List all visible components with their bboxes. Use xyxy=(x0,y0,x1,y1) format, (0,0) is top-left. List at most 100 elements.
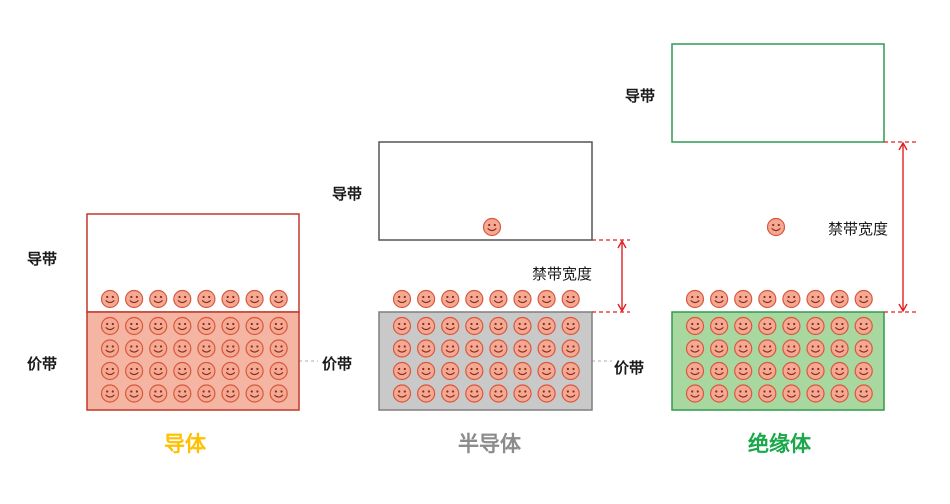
insulator-gap-arrow-up-icon xyxy=(898,141,908,151)
conductor-valence-electron-icon xyxy=(245,384,264,403)
semiconductor-boundary-electron-icon xyxy=(465,289,484,309)
conductor-valence-electron-icon xyxy=(125,339,144,358)
insulator-valence-electron-icon xyxy=(782,361,801,381)
insulator-valence-electron-icon xyxy=(830,339,849,358)
conductor-valence-band-label: 价带 xyxy=(27,355,58,373)
semiconductor-valence-electron-icon xyxy=(561,361,580,381)
conductor-boundary-electron-icon xyxy=(173,289,192,309)
insulator-valence-electron-icon xyxy=(758,361,777,381)
insulator-valence-electron-icon xyxy=(685,316,705,336)
semiconductor-gap-arrow-up-icon xyxy=(617,239,627,249)
insulator-valence-electron-icon xyxy=(758,339,777,358)
insulator-valence-electron-icon xyxy=(854,339,873,358)
semiconductor-valence-electron-icon xyxy=(537,384,556,403)
conductor-valence-electron-icon xyxy=(149,316,168,336)
semiconductor-conduction-band xyxy=(378,141,593,241)
semiconductor-valence-electron-icon xyxy=(417,339,436,358)
semiconductor-valence-electron-icon xyxy=(513,361,532,381)
conductor-valence-electron-icon xyxy=(100,384,120,403)
conductor-conduction-band xyxy=(86,213,300,313)
semiconductor-gap-arrow-down-icon xyxy=(617,303,627,313)
insulator-conduction-band-label: 导带 xyxy=(625,87,656,105)
conductor-boundary-electron-icon xyxy=(197,289,216,309)
insulator-valence-electron-icon xyxy=(734,339,753,358)
insulator-valence-electron-icon xyxy=(734,316,753,336)
insulator-title: 绝缘体 xyxy=(748,432,811,456)
insulator-valence-electron-icon xyxy=(709,361,729,381)
insulator-boundary-electron-icon xyxy=(782,289,801,309)
conductor-boundary-electron-icon xyxy=(221,289,240,309)
conductor-boundary-electron-icon xyxy=(245,289,264,309)
insulator-conduction-band xyxy=(671,43,885,143)
semiconductor-valence-electron-icon xyxy=(392,316,412,336)
semiconductor-valence-band-label: 价带 xyxy=(322,355,353,373)
insulator-valence-electron-icon xyxy=(758,316,777,336)
conductor-valence-electron-icon xyxy=(173,316,192,336)
insulator-valence-electron-icon xyxy=(806,384,825,403)
conductor-boundary-electron-icon xyxy=(100,289,120,309)
semiconductor-valence-electron-icon xyxy=(441,361,460,381)
semiconductor-valence-electron-icon xyxy=(441,339,460,358)
conductor-conduction-band-label: 导带 xyxy=(27,250,58,268)
insulator-valence-electron-icon xyxy=(734,384,753,403)
semiconductor-valence-electron-icon xyxy=(537,339,556,358)
insulator-valence-electron-icon xyxy=(830,384,849,403)
semiconductor-boundary-electron-icon xyxy=(537,289,556,309)
insulator-valence-electron-icon xyxy=(806,361,825,381)
insulator-valence-electron-icon xyxy=(709,339,729,358)
insulator-valence-electron-icon xyxy=(685,361,705,381)
semiconductor-valence-electron-icon xyxy=(537,316,556,336)
insulator-valence-electron-icon xyxy=(806,339,825,358)
semiconductor-valence-electron-icon xyxy=(561,384,580,403)
semiconductor-valence-electron-icon xyxy=(513,316,532,336)
semiconductor-valence-electron-icon xyxy=(513,339,532,358)
insulator-valence-electron-icon xyxy=(830,361,849,381)
conductor-valence-electron-icon xyxy=(221,316,240,336)
insulator-boundary-electron-icon xyxy=(830,289,849,309)
semiconductor-valence-electron-icon xyxy=(561,316,580,336)
semiconductor-conduction-band-label: 导带 xyxy=(332,185,363,203)
insulator-valence-electron-icon xyxy=(782,316,801,336)
insulator-valence-electron-icon xyxy=(854,361,873,381)
semiconductor-valence-electron-icon xyxy=(465,384,484,403)
conductor-valence-electron-icon xyxy=(100,316,120,336)
semiconductor-valence-electron-icon xyxy=(392,361,412,381)
semiconductor-valence-electron-icon xyxy=(465,316,484,336)
conductor-valence-electron-icon xyxy=(125,316,144,336)
insulator-valence-electron-icon xyxy=(685,339,705,358)
conductor-valence-electron-icon xyxy=(269,339,288,358)
semiconductor-boundary-electron-icon xyxy=(561,289,580,309)
insulator-valence-electron-icon xyxy=(709,384,729,403)
insulator-boundary-electron-icon xyxy=(854,289,873,309)
semiconductor-valence-electron-icon xyxy=(489,316,508,336)
conductor-valence-electron-icon xyxy=(221,339,240,358)
conductor-valence-electron-icon xyxy=(245,316,264,336)
conductor-valence-electron-icon xyxy=(221,361,240,381)
insulator-gap-electron-icon xyxy=(766,217,786,237)
conductor-valence-electron-icon xyxy=(125,384,144,403)
insulator-band-gap-label: 禁带宽度 xyxy=(828,220,889,238)
conductor-valence-electron-icon xyxy=(221,384,240,403)
semiconductor-valence-electron-icon xyxy=(392,384,412,403)
conductor-valence-electron-icon xyxy=(197,384,216,403)
semiconductor-boundary-electron-icon xyxy=(392,289,412,309)
conductor-valence-electron-icon xyxy=(125,361,144,381)
insulator-boundary-electron-icon xyxy=(685,289,705,309)
insulator-boundary-electron-icon xyxy=(758,289,777,309)
semiconductor-valence-electron-icon xyxy=(489,339,508,358)
conductor-valence-electron-icon xyxy=(197,361,216,381)
semiconductor-title: 半导体 xyxy=(458,432,521,456)
insulator-valence-electron-icon xyxy=(709,316,729,336)
insulator-boundary-electron-icon xyxy=(709,289,729,309)
insulator-valence-electron-icon xyxy=(734,361,753,381)
conductor-valence-electron-icon xyxy=(149,339,168,358)
conductor-valence-electron-icon xyxy=(100,361,120,381)
insulator-boundary-electron-icon xyxy=(734,289,753,309)
insulator-valence-electron-icon xyxy=(830,316,849,336)
semiconductor-valence-electron-icon xyxy=(513,384,532,403)
semiconductor-valence-electron-icon xyxy=(561,339,580,358)
semiconductor-valence-electron-icon xyxy=(537,361,556,381)
semiconductor-valence-electron-icon xyxy=(441,384,460,403)
